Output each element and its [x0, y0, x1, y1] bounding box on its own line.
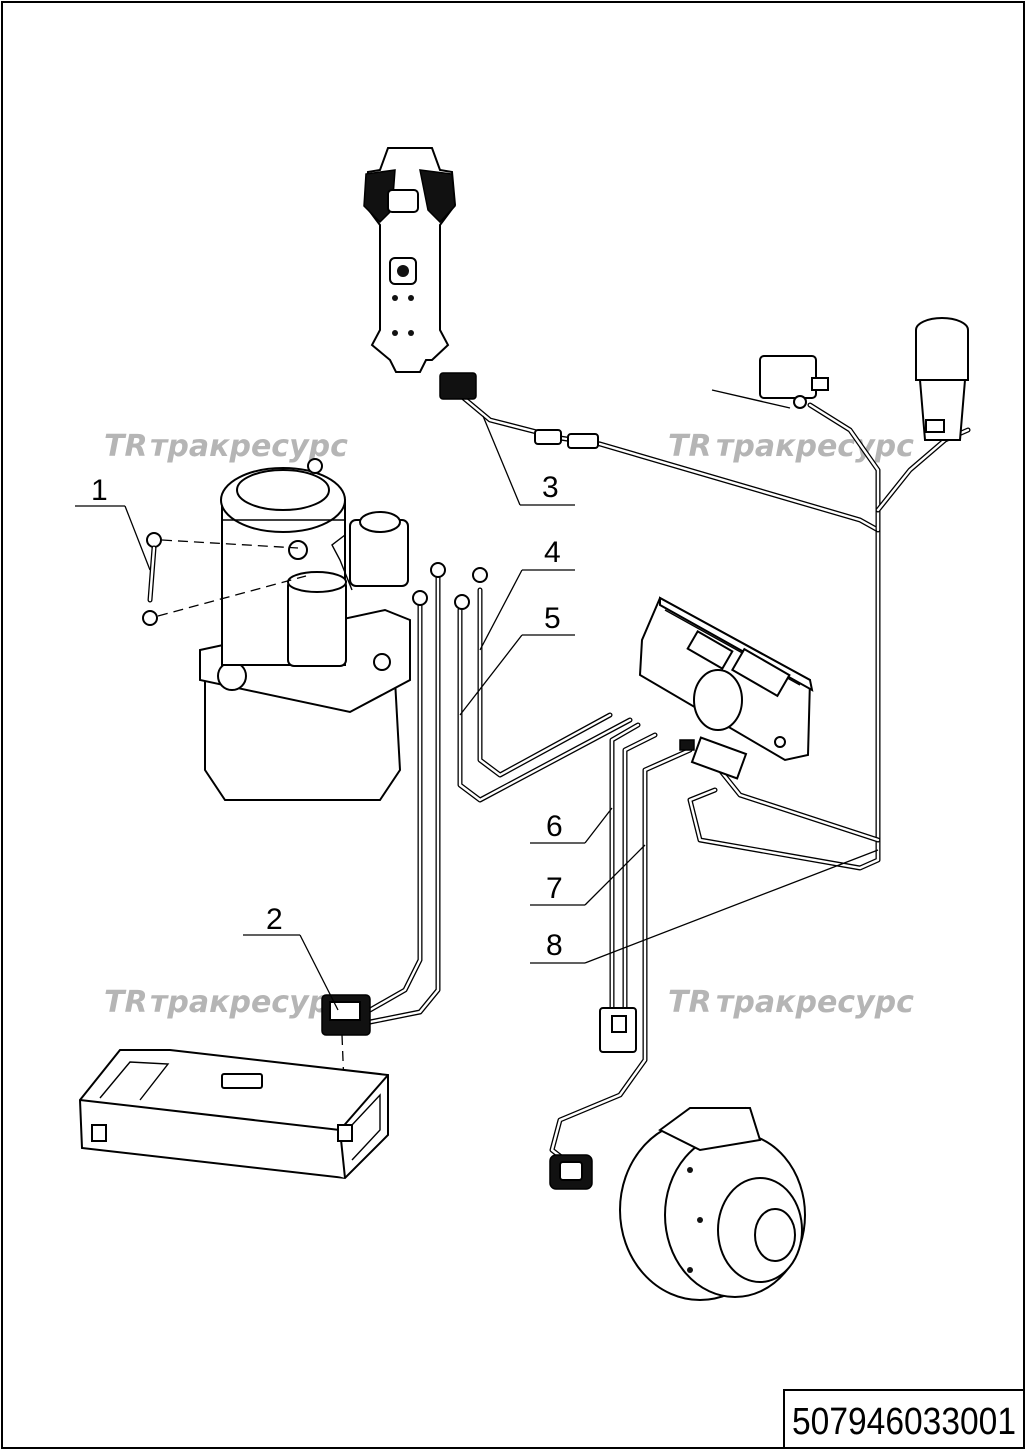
callout-2: 2	[266, 903, 283, 936]
callout-5: 5	[544, 602, 561, 635]
inline-connector-left	[534, 429, 562, 445]
drawing-number: 507946033001	[792, 1401, 1016, 1443]
watermark-brand: тракресурс	[150, 429, 348, 464]
micro-switch	[711, 355, 829, 409]
watermark-top-left: TR тракресурс	[104, 429, 348, 464]
callout-leaders	[75, 415, 879, 1011]
callout-7: 7	[546, 872, 563, 905]
watermark-top-right: TR тракресурс	[668, 429, 914, 464]
watermark-brand: тракресурс	[150, 985, 348, 1020]
watermark-logo: TR	[104, 429, 148, 464]
sensor-plug	[549, 1154, 593, 1190]
jumper-cable	[142, 532, 307, 626]
watermark-logo: TR	[104, 985, 148, 1020]
hydraulic-pump-unit	[199, 458, 411, 801]
ring-terminal	[430, 562, 446, 578]
watermark-mid-right: TR тракресурс	[668, 985, 914, 1020]
callout-3: 3	[542, 471, 559, 504]
watermark-mid-left: TR тракресурс	[104, 985, 348, 1020]
watermark-brand: тракресурс	[716, 985, 914, 1020]
callout-1: 1	[91, 474, 108, 507]
watermark-logo: TR	[668, 985, 712, 1020]
wiring-harness	[367, 372, 971, 1163]
ring-terminal	[412, 590, 428, 606]
tiller-handle	[363, 147, 457, 373]
handle-plug	[439, 372, 477, 400]
key-switch	[915, 317, 969, 441]
callout-8: 8	[546, 929, 563, 962]
callout-4: 4	[544, 536, 561, 569]
inline-connector-right	[567, 433, 599, 449]
horn-button-icon	[387, 189, 419, 213]
motor-controller	[638, 596, 814, 780]
drive-motor	[619, 1106, 806, 1301]
battery-pack	[78, 1049, 389, 1180]
drawing-number-box	[783, 1389, 1025, 1449]
harness-connector	[599, 1007, 637, 1053]
ring-terminal	[454, 594, 470, 610]
callout-6: 6	[546, 810, 563, 843]
watermark-brand: тракресурс	[716, 429, 914, 464]
watermark-logo: TR	[668, 429, 712, 464]
ring-terminal	[472, 567, 488, 583]
